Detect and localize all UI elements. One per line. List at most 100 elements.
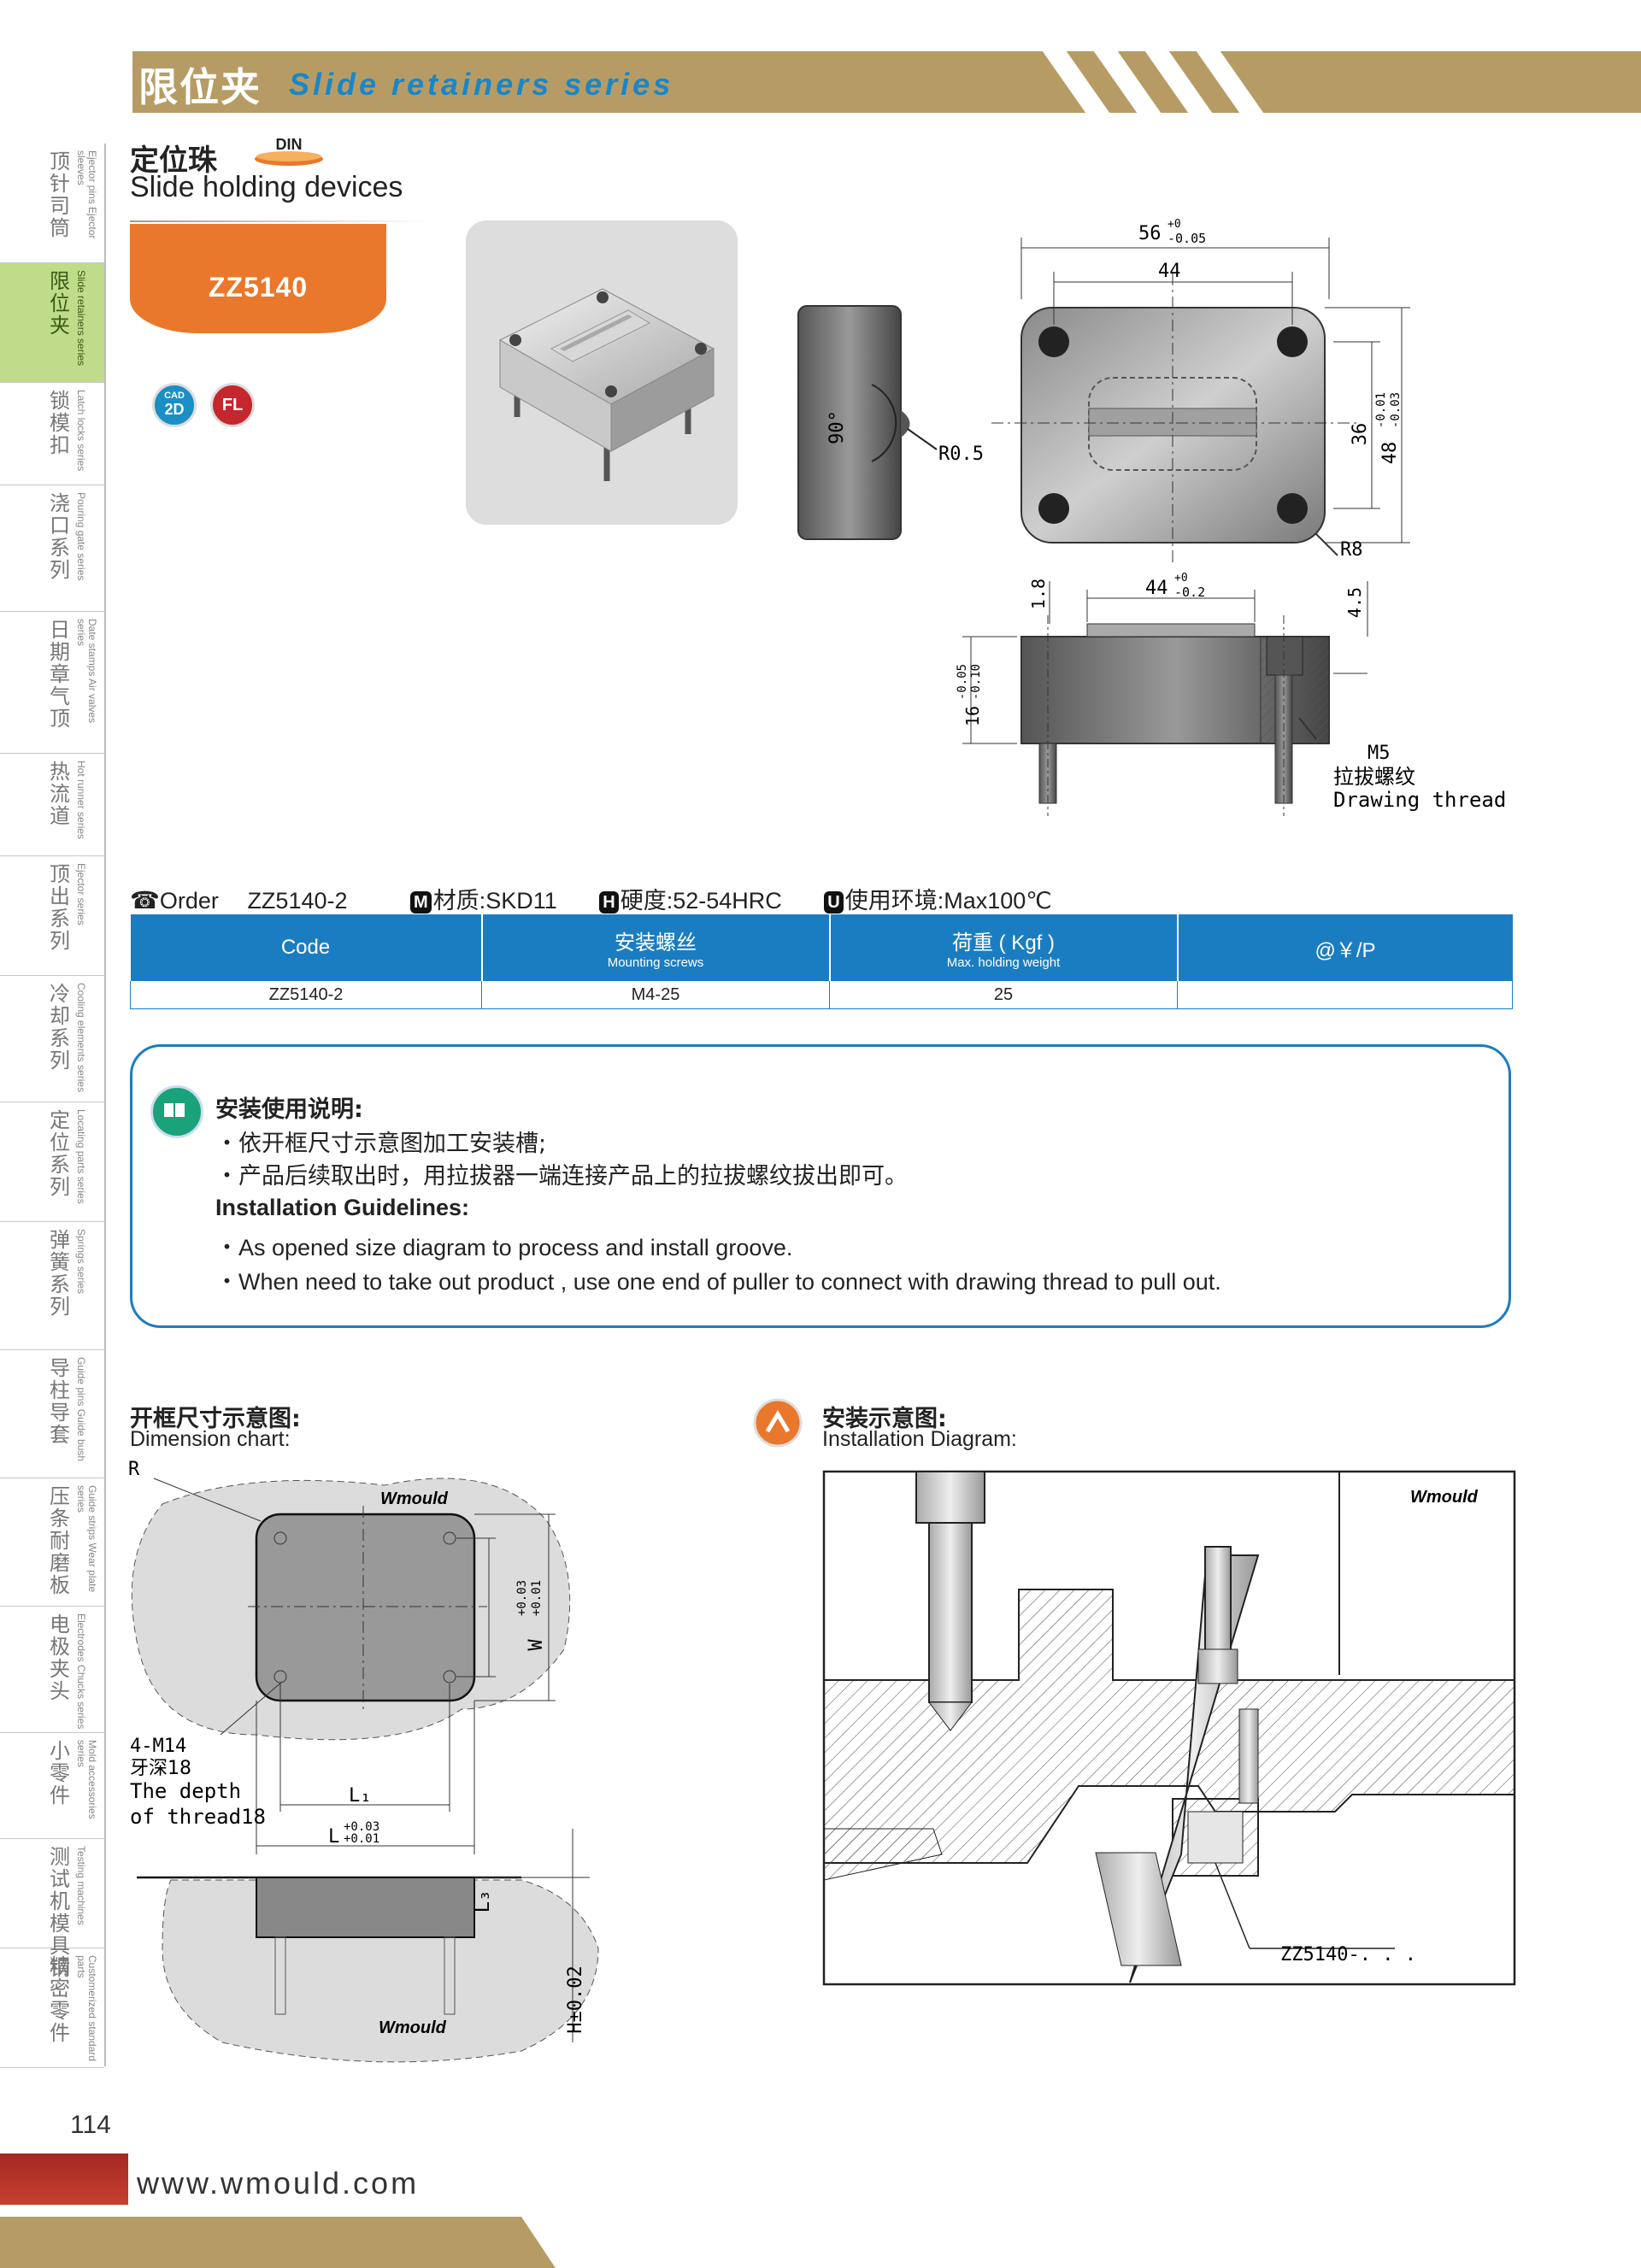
environment-text: 使用环境:Max100℃	[844, 888, 1052, 914]
guide-title-en: Installation Guidelines:	[215, 1195, 470, 1220]
angle-label: 90°	[826, 410, 848, 444]
cad-label: CAD	[164, 391, 185, 401]
sidebar-item-label-en: Guide strips Wear plate series	[75, 1485, 98, 1593]
sidebar-item-label-cn: 弹簧系列	[50, 1228, 70, 1319]
thickness-label: 16	[962, 706, 983, 726]
sidebar-item-label-cn: 日期章气顶	[50, 618, 70, 731]
website-link[interactable]: www.wmould.com	[137, 2165, 420, 2200]
installation-diagram: ZZ5140-. . . Wmould	[822, 1470, 1516, 1986]
sidebar-item[interactable]: 定位系列 Locating parts series	[0, 1102, 104, 1222]
sidebar-item-label-cn: 导柱导套	[50, 1356, 70, 1447]
sidebar-item[interactable]: 测试机模具钢 Testing machines	[0, 1839, 104, 1979]
phone-icon: ☎	[130, 887, 160, 914]
dimension-title-en: Dimension chart:	[130, 1427, 291, 1451]
thread-cn-label: 拉拔螺纹	[1333, 765, 1415, 789]
header-title-cn: 限位夹	[138, 64, 262, 110]
fl-badge[interactable]: FL	[210, 383, 255, 427]
material-text: 材质:SKD11	[432, 888, 557, 914]
top-view: 56 +0 -0.05 44 36 48 -0.01 -0.03 R8	[991, 218, 1410, 564]
product-photo	[466, 220, 738, 525]
hardness-icon: H	[599, 890, 619, 914]
table-header-weight: 荷重 ( Kgf )Max. holding weight	[829, 914, 1179, 981]
side-width-label: 44	[1145, 578, 1168, 599]
table-row[interactable]: ZZ5140-2 M4-25 25	[130, 981, 1513, 1009]
front-view: 44 +0 -0.2 1.8 4.5 16 -0.05 -0.10 M5 拉拔螺…	[956, 572, 1506, 816]
sidebar-item-label-cn: 顶针司筒	[50, 150, 70, 240]
dimension-title-cn: 开框尺寸示意图:	[130, 1406, 301, 1432]
sidebar-item-label-cn: 热流道	[50, 760, 70, 828]
height-tol-up: -0.01	[1374, 392, 1388, 428]
sidebar-item-label-cn: 电极夹头	[50, 1613, 70, 1703]
guide-line2-en: ・When need to take out product , use one…	[215, 1269, 1221, 1295]
w-tol-up: +0.03	[515, 1580, 529, 1616]
table-cell-screws: M4-25	[481, 981, 830, 1009]
height-label: 48	[1379, 442, 1401, 465]
table-cell-price	[1177, 981, 1513, 1009]
sidebar-item-label-en: Ejector pins Ejector sleeves	[75, 150, 98, 239]
top-width-tol-up: +0	[1168, 218, 1181, 231]
sidebar-item-label-en: Slide retainers series	[75, 270, 87, 367]
sidebar-item-label-en: Locating parts series	[75, 1109, 87, 1204]
r-label: R	[128, 1459, 140, 1480]
l-label: L	[328, 1826, 339, 1848]
cad-2d-badge[interactable]: CAD 2D	[152, 383, 197, 427]
book-icon	[150, 1085, 203, 1138]
hardness-text: 硬度:52-54HRC	[620, 888, 782, 914]
thread-label: M5	[1368, 743, 1391, 764]
sidebar-item-label-cn: 锁模扣	[50, 389, 70, 457]
guide-line1-en: ・As opened size diagram to process and i…	[215, 1235, 793, 1260]
l1-label: L₁	[349, 1785, 372, 1807]
footer-red-bar	[0, 2153, 128, 2205]
top-width-tol-dn: -0.05	[1168, 231, 1206, 246]
thickness-tol-up: -0.05	[956, 664, 969, 700]
sidebar-item-label-en: Cooling elements series	[75, 983, 87, 1093]
watermark-top: Wmould	[380, 1489, 449, 1508]
sidebar-item-label-cn: 压条耐磨板	[50, 1484, 70, 1597]
corner-radius-label: R8	[1340, 539, 1363, 561]
l3-label: L₃	[473, 1890, 494, 1913]
inner-width-label: 44	[1158, 261, 1181, 282]
w-label: W	[526, 1639, 547, 1651]
dimension-chart: R L₃ W +0.03 +0.01 4-M14 牙深18 The depth …	[128, 1459, 599, 2063]
sidebar-item-label-cn: 定位系列	[50, 1108, 70, 1199]
guide-title-cn: 安装使用说明:	[215, 1096, 363, 1123]
product-code-tab	[130, 224, 386, 333]
thickness-tol-dn: -0.10	[969, 664, 983, 700]
sidebar-item-label-en: Testing machines	[75, 1846, 87, 1925]
sidebar-item-label-cn: 顶出系列	[50, 862, 70, 953]
installation-guidelines-box	[130, 1044, 1511, 1328]
sidebar-item-label-cn: 小零件	[50, 1739, 70, 1807]
product-title-en: Slide holding devices	[130, 171, 403, 203]
product-render-icon	[498, 288, 715, 481]
sidebar-item-label-cn: 精密零件	[50, 1954, 70, 2045]
w-tol-dn: +0.01	[530, 1580, 544, 1616]
technical-drawing: 90° R0.5 56 +0 -0.05 44 36 48 -0.01 -0.0…	[797, 218, 1506, 816]
sidebar-item-label-cn: 冷却系列	[50, 982, 70, 1072]
height-tol-dn: -0.03	[1389, 392, 1403, 428]
sidebar-item-label-cn: 测试机模具钢	[50, 1845, 70, 1980]
sidebar-item-label-en: Pouring gate series	[75, 492, 87, 581]
install-title-cn: 安装示意图:	[822, 1406, 947, 1432]
guide-line1-cn: ・依开框尺寸示意图加工安装槽;	[215, 1131, 547, 1157]
table-header-price: @￥/P	[1177, 914, 1513, 981]
header-band	[132, 51, 1641, 113]
watermark-bottom: Wmould	[379, 2018, 447, 2037]
product-title-cn: 定位珠	[130, 144, 217, 178]
sidebar-item[interactable]: 冷却系列 Cooling elements series	[0, 976, 104, 1102]
order-label: Order	[159, 888, 219, 914]
table-header-code: Code	[130, 914, 483, 981]
